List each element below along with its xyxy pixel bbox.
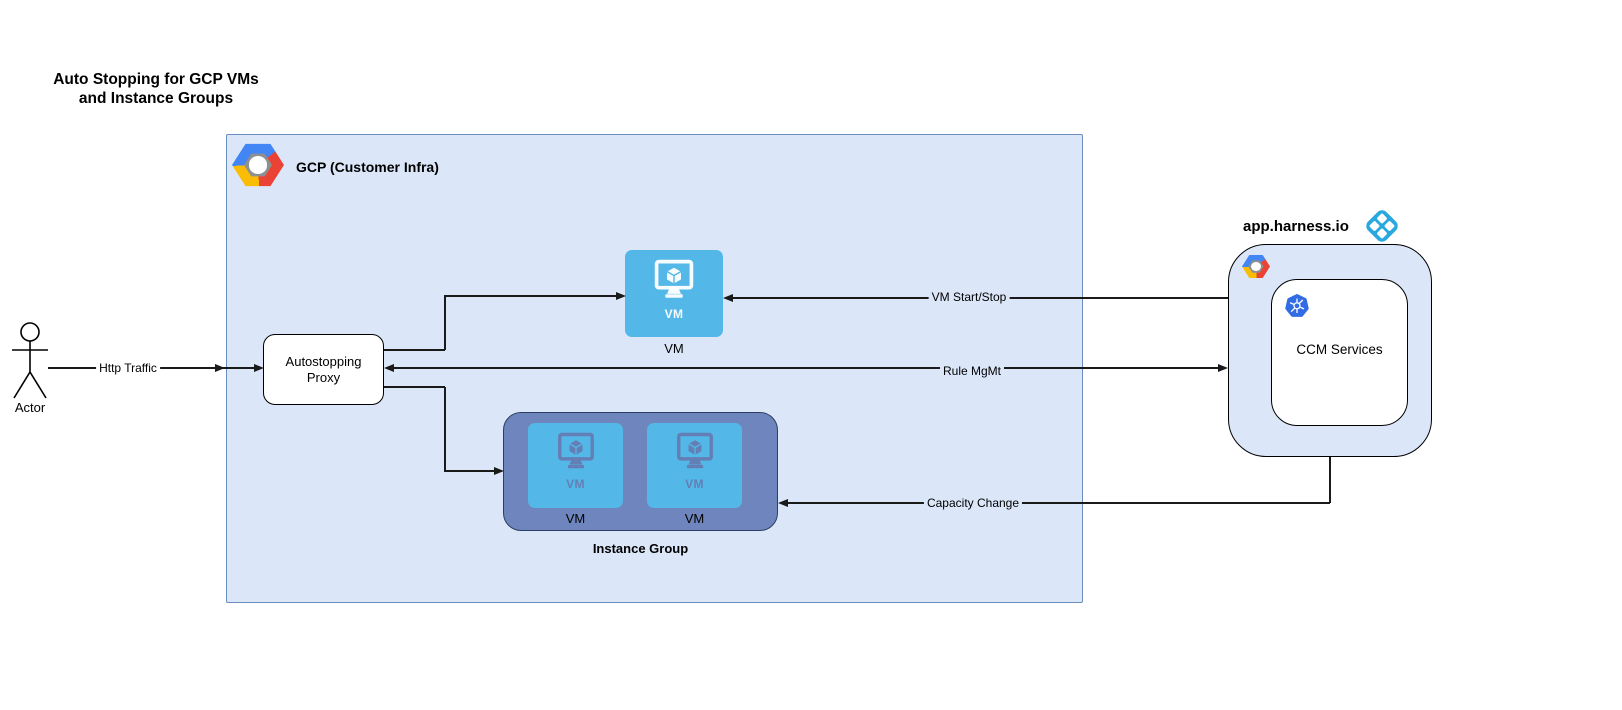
rule-mgmt-arrowhead-proxy xyxy=(384,363,394,372)
vm-node-inner-label: VM xyxy=(664,307,684,321)
vm-node-caption: VM xyxy=(664,341,684,356)
instance-group-vm-1-inner-label: VM xyxy=(566,477,585,491)
capacity-change-arrowhead xyxy=(778,498,788,507)
harness-logo-icon xyxy=(1366,210,1398,242)
instance-group-vm-1: VM xyxy=(528,423,623,508)
gcp-logo-small-icon xyxy=(1242,254,1270,279)
vm-monitor-cube-icon xyxy=(654,259,694,298)
vm-start-stop-arrowhead xyxy=(723,293,733,302)
instance-group-vm-2-inner-label: VM xyxy=(685,477,704,491)
proxy-to-vm-arrowhead xyxy=(616,291,626,300)
capacity-change-segment-vertical xyxy=(1329,457,1331,503)
instance-group-vm-1-caption: VM xyxy=(565,511,586,526)
diagram-title: Auto Stopping for GCP VMs and Instance G… xyxy=(36,70,276,108)
vm-node: VM xyxy=(625,250,723,337)
instance-group-caption: Instance Group xyxy=(592,541,689,556)
gcp-logo-icon xyxy=(232,142,284,188)
instance-group-node: VM VM VM VM xyxy=(503,412,778,531)
http-traffic-arrowhead-gcp-edge xyxy=(215,363,225,372)
proxy-to-group-arrowhead xyxy=(494,466,504,475)
http-traffic-label: Http Traffic xyxy=(96,361,160,375)
rule-mgmt-label: Rule MgMt xyxy=(939,364,1005,378)
gcp-box-label: GCP (Customer Infra) xyxy=(296,159,439,175)
autostopping-proxy-label: Autostopping Proxy xyxy=(285,353,362,385)
proxy-to-vm-segment-2 xyxy=(444,296,446,350)
vm-start-stop-label: VM Start/Stop xyxy=(928,290,1010,304)
rule-mgmt-arrowhead-harness xyxy=(1218,363,1228,372)
kubernetes-logo-icon xyxy=(1285,294,1309,317)
instance-group-vm-2: VM xyxy=(647,423,742,508)
capacity-change-label: Capacity Change xyxy=(923,496,1023,510)
harness-container-box: CCM Services xyxy=(1228,244,1432,457)
proxy-to-vm-segment-3 xyxy=(444,295,618,297)
actor-label: Actor xyxy=(14,400,46,415)
actor-icon xyxy=(12,322,48,399)
proxy-to-group-segment-1 xyxy=(384,386,445,388)
diagram-title-line1: Auto Stopping for GCP VMs xyxy=(53,71,259,88)
capacity-change-line xyxy=(786,502,1330,504)
proxy-to-group-segment-3 xyxy=(444,470,496,472)
proxy-to-group-segment-2 xyxy=(444,387,446,471)
gcp-logo-dot xyxy=(248,156,268,174)
instance-group-vm-2-caption: VM xyxy=(684,511,705,526)
ccm-services-node: CCM Services xyxy=(1271,279,1408,426)
vm-monitor-cube-icon xyxy=(676,432,713,469)
harness-domain-label: app.harness.io xyxy=(1243,218,1349,235)
vm-monitor-cube-icon xyxy=(557,432,594,469)
proxy-to-vm-segment-1 xyxy=(384,349,445,351)
diagram-title-line2: and Instance Groups xyxy=(78,90,234,107)
ccm-services-label: CCM Services xyxy=(1296,342,1383,357)
http-traffic-arrowhead-proxy xyxy=(254,363,264,372)
autostopping-proxy-node: Autostopping Proxy xyxy=(263,334,384,405)
rule-mgmt-line xyxy=(392,367,1220,369)
gcp-logo-dot xyxy=(1250,261,1262,272)
